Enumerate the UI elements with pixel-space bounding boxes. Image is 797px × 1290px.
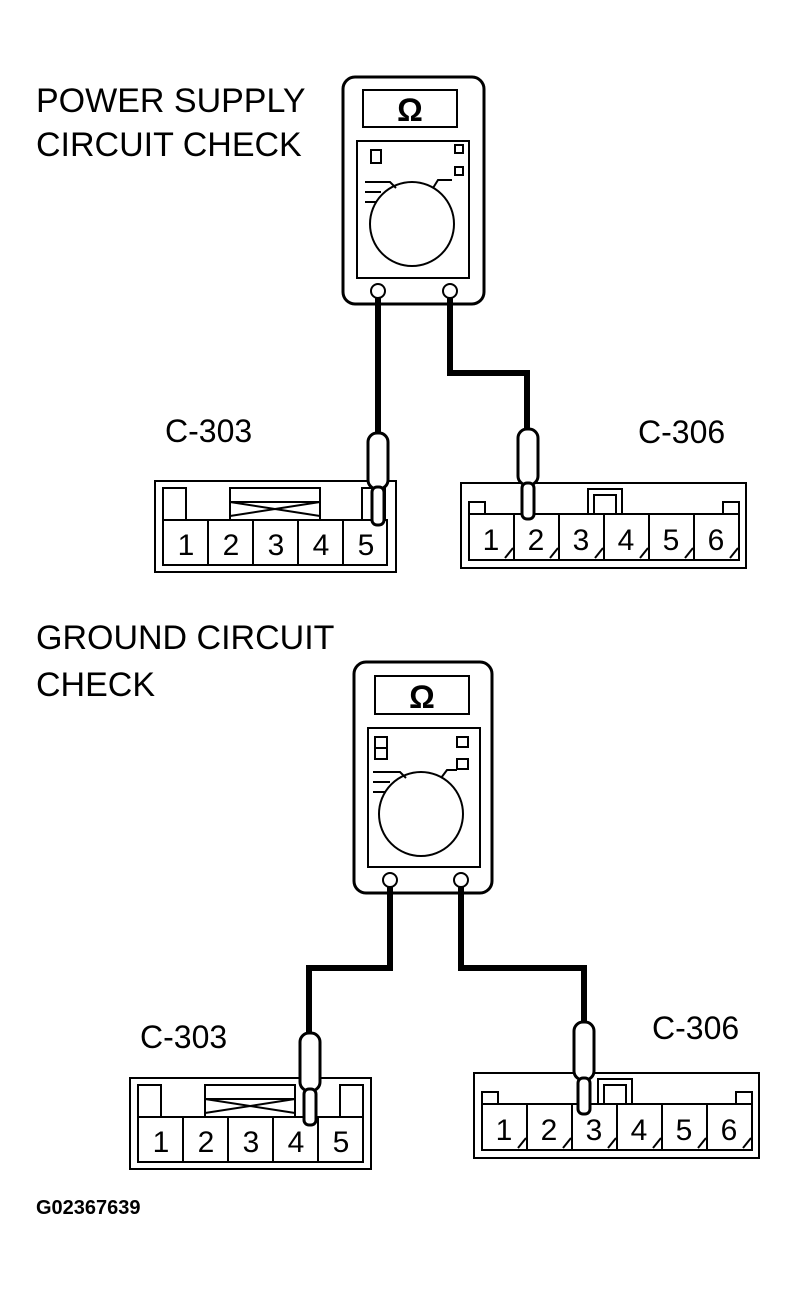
connector-label: C-306: [638, 414, 725, 450]
pin-label: 5: [663, 524, 680, 557]
meter-body: [341, 75, 486, 306]
pin-label: 5: [358, 529, 375, 562]
meter-display: [374, 675, 470, 715]
ohm-symbol: Ω: [397, 92, 423, 128]
pin-label: 3: [573, 524, 590, 557]
meter-scale-marks: [365, 179, 452, 203]
figure-id: G02367639: [36, 1197, 141, 1219]
ohmmeter-icon: Ω: [352, 660, 494, 895]
meter-panel: [367, 727, 481, 868]
connector-label: C-303: [165, 413, 252, 449]
power-supply-section: POWER SUPPLY CIRCUIT CHECK Ω C-303: [36, 75, 747, 573]
pin-label: 2: [198, 1126, 215, 1159]
pin-label: 2: [541, 1114, 558, 1147]
pin-label: 1: [153, 1126, 170, 1159]
pin-label: 4: [631, 1114, 648, 1147]
pin-label: 1: [178, 529, 195, 562]
pin-label: 1: [496, 1114, 513, 1147]
probe-icon: [366, 431, 390, 527]
meter-scale-marks: [373, 769, 457, 793]
test-lead-right: [447, 298, 530, 432]
test-lead-right: [458, 887, 587, 1025]
pin-label: 6: [721, 1114, 738, 1147]
power-supply-title-line1: POWER SUPPLY: [36, 82, 306, 120]
connector-label: C-303: [140, 1019, 227, 1055]
probe-icon: [298, 1031, 322, 1127]
test-lead-left: [306, 887, 393, 1035]
pin-label: 5: [333, 1126, 350, 1159]
meter-display: [362, 89, 458, 128]
connector-housing: [154, 480, 397, 573]
pin-label: 4: [618, 524, 635, 557]
ground-circuit-title-line2: CHECK: [36, 666, 155, 704]
ohm-symbol: Ω: [409, 679, 435, 715]
pin-label: 3: [268, 529, 285, 562]
connector-housing: [129, 1077, 372, 1170]
connector-label: C-306: [652, 1010, 739, 1046]
pin-label: 1: [483, 524, 500, 557]
pin-label: 3: [243, 1126, 260, 1159]
pin-label: 4: [313, 529, 330, 562]
probe-icon: [572, 1020, 596, 1116]
meter-terminal-right: [453, 872, 469, 888]
ohmmeter-icon: Ω: [341, 75, 486, 306]
pin-label: 2: [528, 524, 545, 557]
meter-terminal-left: [382, 872, 398, 888]
pin-label: 2: [223, 529, 240, 562]
pin-label: 5: [676, 1114, 693, 1147]
connector-c306: C-306 1 2 3 4 5 6: [473, 1010, 760, 1159]
meter-dial: [378, 771, 464, 857]
meter-indicator: [454, 166, 464, 176]
power-supply-title-line2: CIRCUIT CHECK: [36, 126, 302, 164]
ground-circuit-section: GROUND CIRCUIT CHECK Ω C-303: [36, 619, 760, 1170]
ground-circuit-title-line1: GROUND CIRCUIT: [36, 619, 334, 657]
meter-indicator: [456, 758, 469, 770]
pin-label: 4: [288, 1126, 305, 1159]
connector-c303: C-303 1 2 3 4 5: [154, 413, 397, 573]
meter-dial: [369, 181, 455, 267]
meter-indicator: [454, 144, 464, 154]
connector-c303: C-303 1 2 3 4 5: [129, 1019, 372, 1170]
meter-terminal-right: [442, 283, 458, 299]
connector-c306: C-306 1 2 3 4 5 6: [460, 414, 747, 569]
connector-housing: [460, 482, 747, 569]
meter-indicator: [456, 736, 469, 748]
pin-label: 3: [586, 1114, 603, 1147]
probe-icon: [516, 427, 540, 521]
meter-terminal-left: [370, 283, 386, 299]
pin-label: 6: [708, 524, 725, 557]
connector-housing: [473, 1072, 760, 1159]
meter-body: [352, 660, 494, 895]
meter-switch: [370, 149, 382, 164]
meter-panel: [356, 140, 470, 279]
